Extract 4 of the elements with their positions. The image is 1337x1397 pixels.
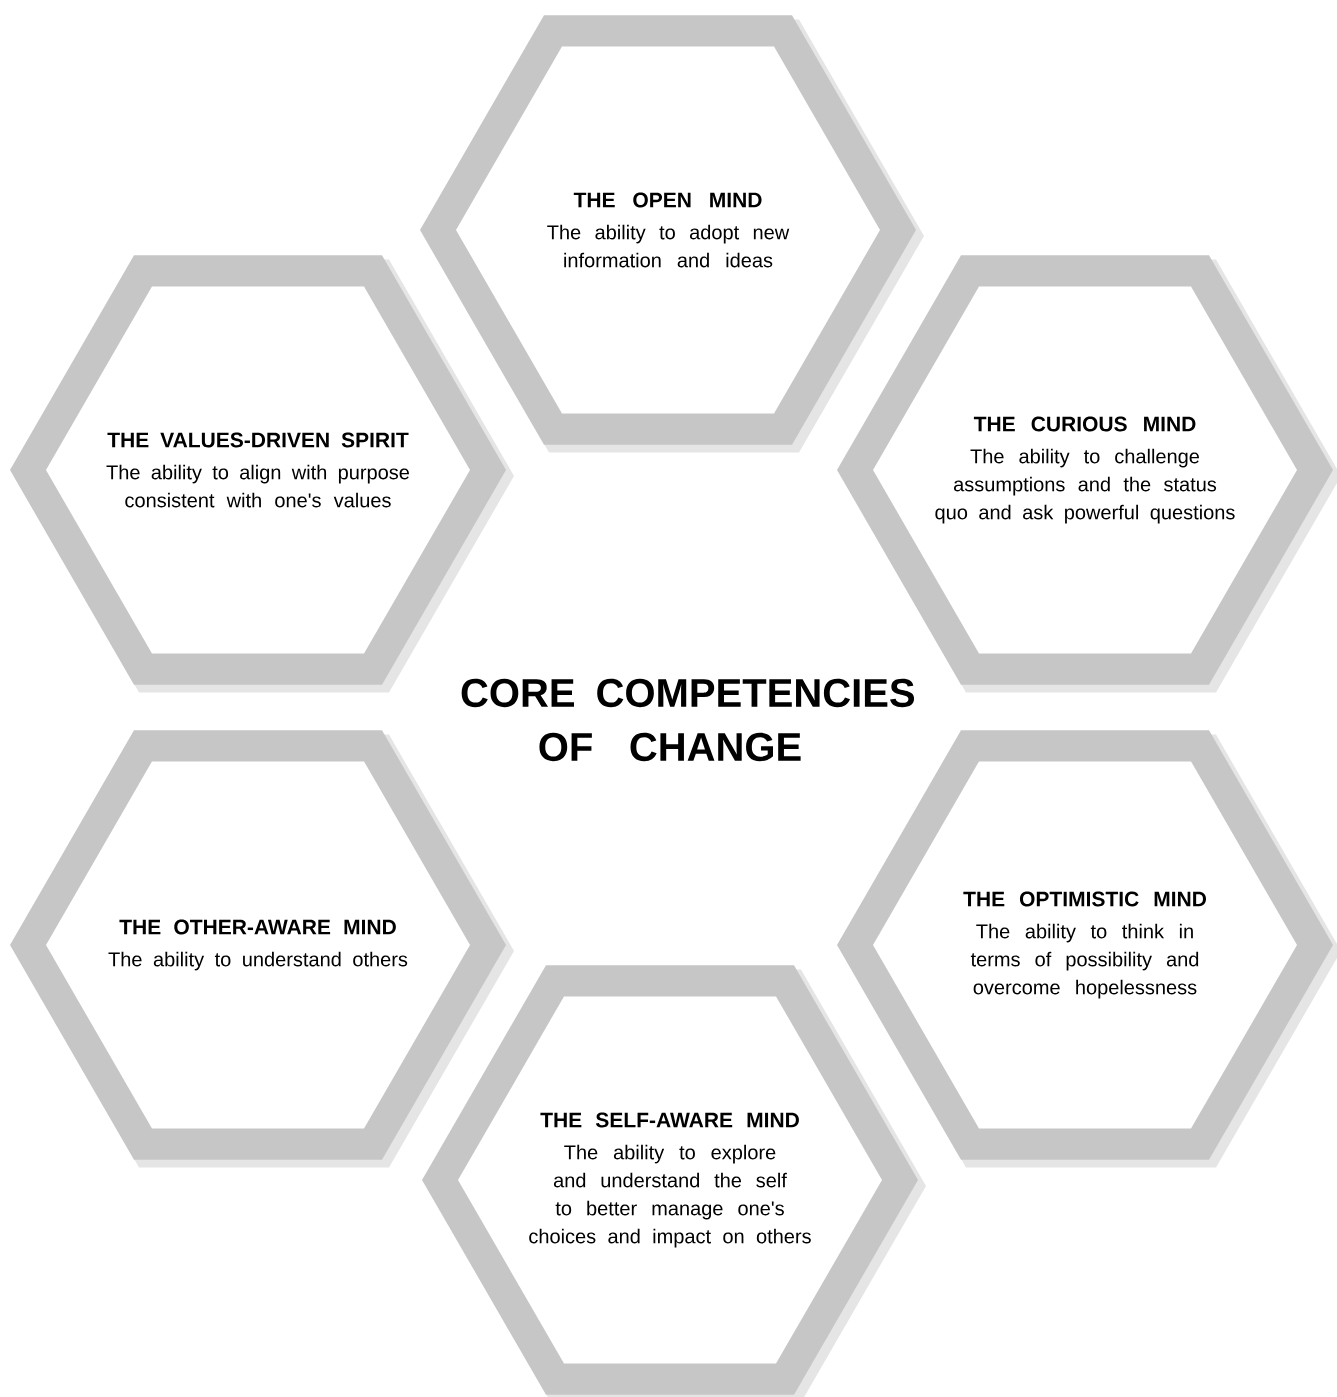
hexagon-box: THE OPTIMISTIC MIND The ability to think in terms of possibility and overcome hopelessness: [837, 730, 1337, 1168]
hexagon-box: THE SELF-AWARE MIND The ability to explore and understand the self to better manage one's choices and impact on others: [422, 965, 926, 1397]
hexagon-box: THE OTHER-AWARE MIND The ability to understand others: [10, 730, 514, 1168]
hexagon-box: THE OPEN MIND The ability to adopt new information and ideas: [420, 15, 924, 453]
